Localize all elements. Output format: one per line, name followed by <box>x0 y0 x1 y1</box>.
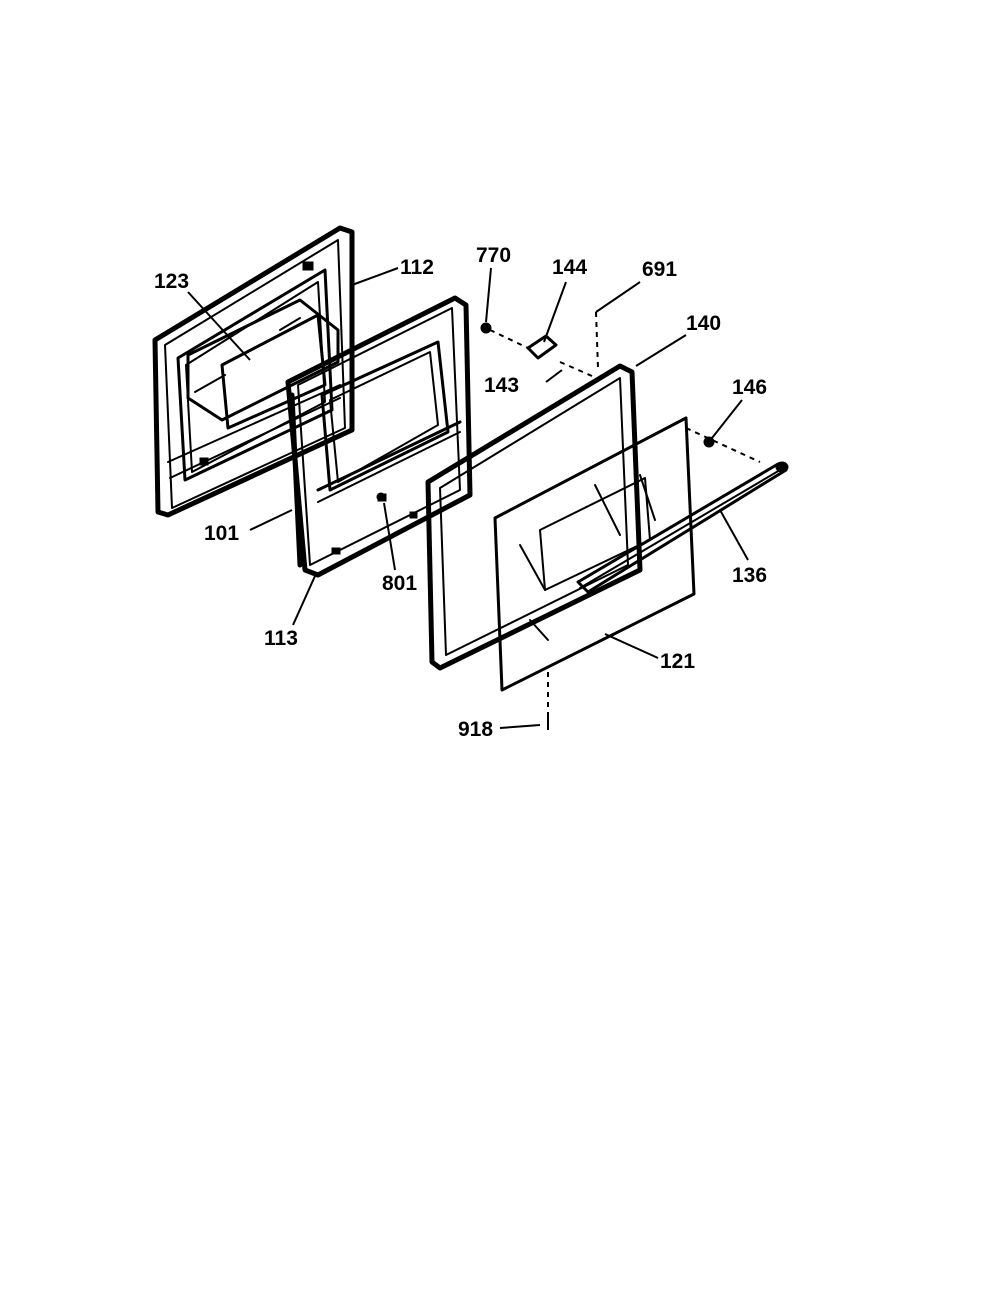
assembly-line-691 <box>595 311 599 369</box>
door-liner-rear <box>152 225 355 518</box>
callout-101: 101 <box>204 522 239 545</box>
assembly-line-770 <box>489 329 529 349</box>
callout-140: 140 <box>686 312 721 335</box>
door-inner-frame <box>285 295 473 578</box>
callout-144: 144 <box>552 256 587 279</box>
callout-136: 136 <box>732 564 767 587</box>
door-glass-panel <box>186 298 340 430</box>
assembly-line-146 <box>685 427 761 463</box>
callout-918: 918 <box>458 718 493 741</box>
callout-146: 146 <box>732 376 767 399</box>
door-handle <box>576 461 789 594</box>
callout-691: 691 <box>642 258 677 281</box>
assembly-line-143 <box>559 361 593 377</box>
callout-112: 112 <box>400 256 434 279</box>
leader-lines <box>187 267 749 730</box>
door-outer-frame <box>425 363 643 671</box>
callout-121: 121 <box>660 650 695 673</box>
callout-801: 801 <box>382 572 417 595</box>
callout-123: 123 <box>154 270 189 293</box>
screw-146 <box>703 436 715 448</box>
screw-801 <box>376 492 386 502</box>
hinge-bracket <box>526 334 558 360</box>
callout-770: 770 <box>476 244 511 267</box>
screw-770 <box>480 322 492 334</box>
callout-113: 113 <box>264 627 298 650</box>
callout-143: 143 <box>484 374 519 397</box>
